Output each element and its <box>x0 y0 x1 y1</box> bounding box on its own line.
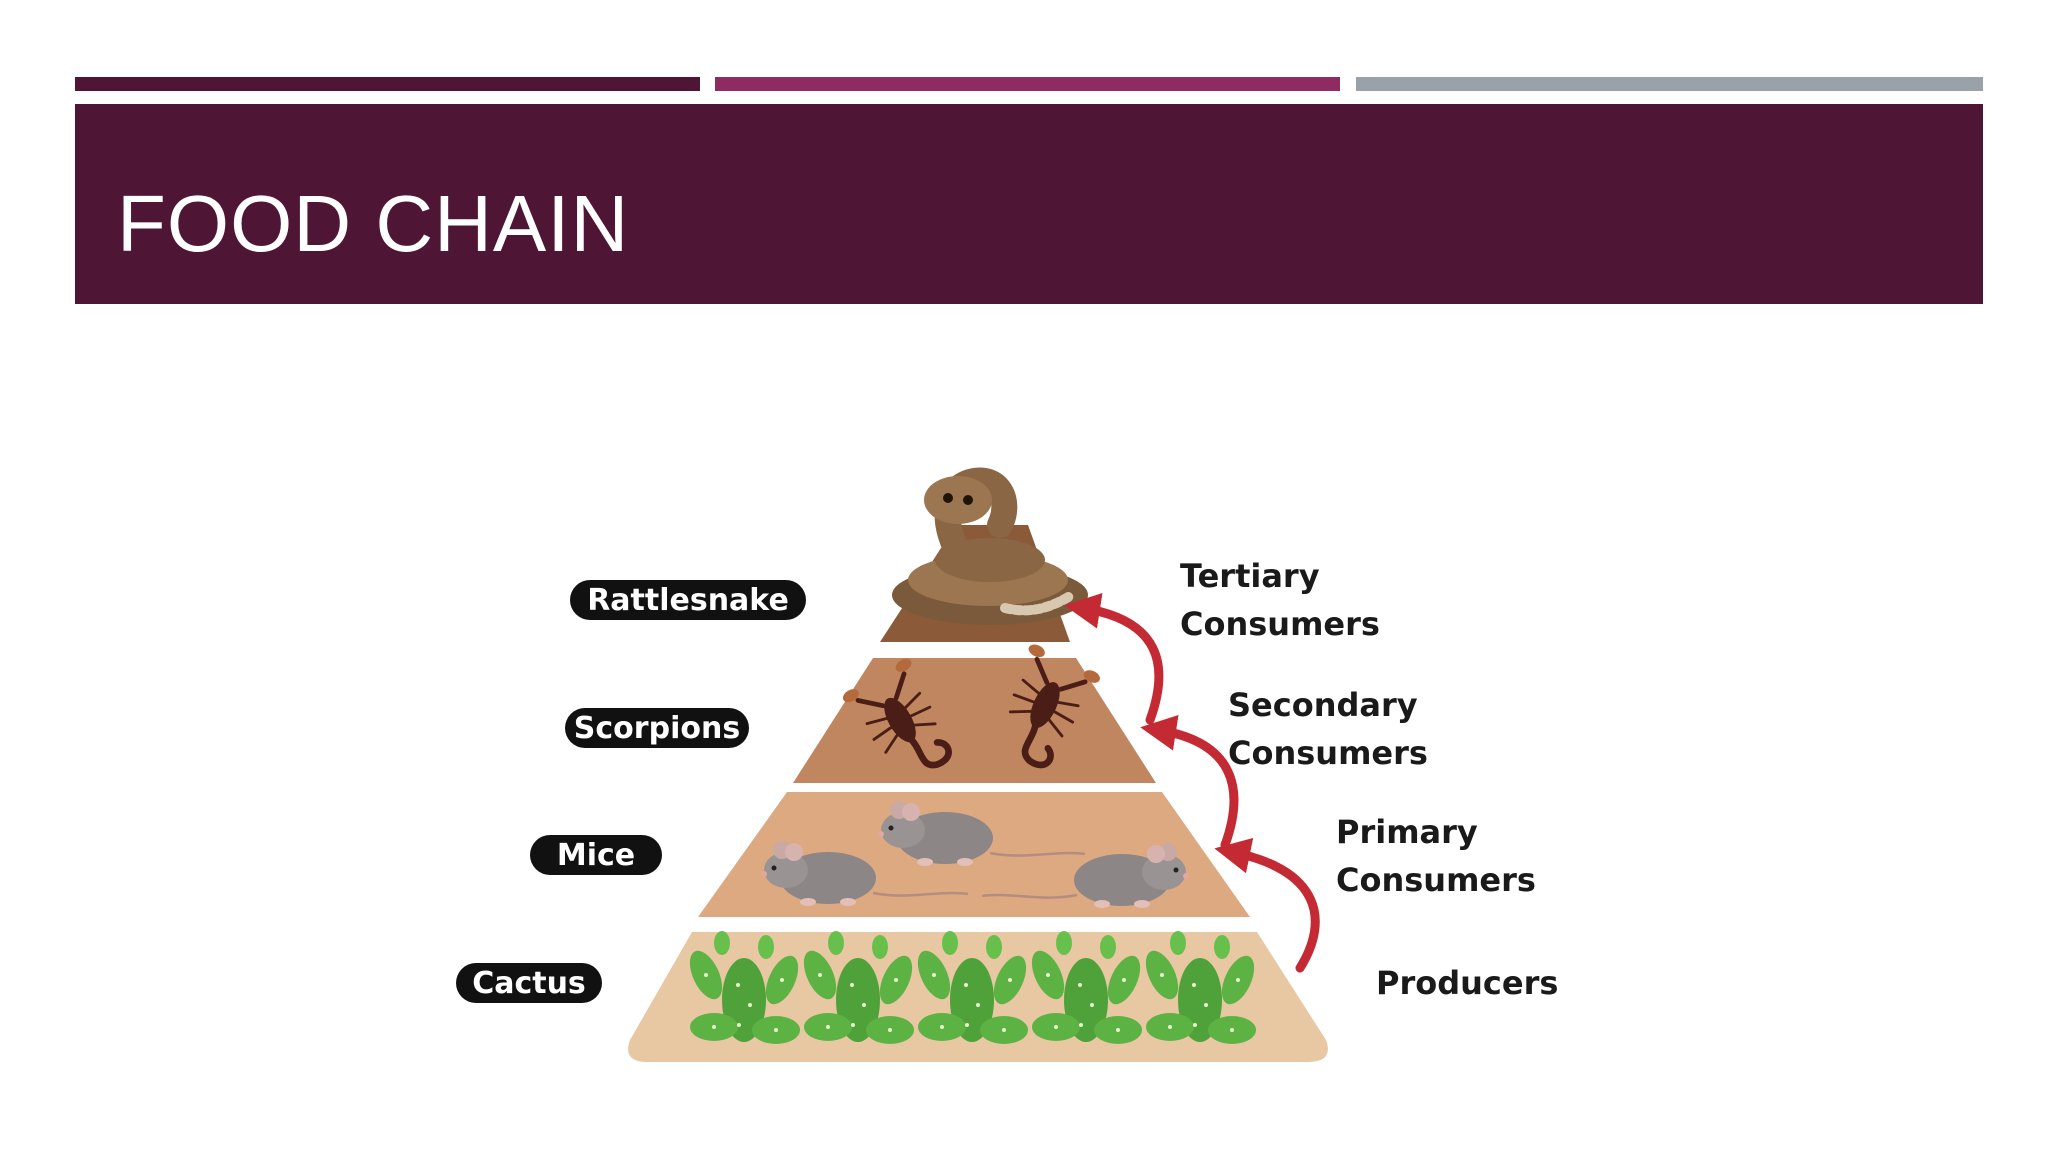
trophic-level-label: Consumers <box>1336 861 1536 899</box>
trophic-level-label: Producers <box>1376 964 1558 1002</box>
trophic-level-labels: Tertiary Consumers Secondary Consumers P… <box>1180 557 1558 1002</box>
accent-bar-dark <box>75 77 700 91</box>
accent-bar-magenta <box>715 77 1340 91</box>
accent-bar-gray <box>1356 77 1983 91</box>
organism-label-rattlesnake: Rattlesnake <box>570 580 806 620</box>
organism-label-text: Mice <box>557 838 635 873</box>
tier-secondary <box>793 658 1156 783</box>
organism-label-scorpions: Scorpions <box>565 708 749 748</box>
rattlesnake-icon <box>892 467 1088 625</box>
title-band: FOOD CHAIN <box>75 104 1983 304</box>
organism-label-text: Rattlesnake <box>587 583 789 618</box>
organism-labels: Rattlesnake Scorpions Mice Cactus <box>456 580 806 1003</box>
energy-flow-arrows <box>1064 592 1320 973</box>
trophic-level-label: Secondary <box>1228 686 1418 724</box>
arrow-up-icon <box>1214 837 1320 973</box>
arrow-up-icon <box>1140 714 1239 850</box>
organism-label-text: Cactus <box>472 966 586 1001</box>
arrow-up-icon <box>1064 592 1164 725</box>
slide-title: FOOD CHAIN <box>117 179 630 268</box>
trophic-level-label: Primary <box>1336 813 1478 851</box>
trophic-level-label: Tertiary <box>1180 557 1320 595</box>
trophic-level-label: Consumers <box>1180 605 1380 643</box>
organism-label-cactus: Cactus <box>456 963 602 1003</box>
trophic-level-label: Consumers <box>1228 734 1428 772</box>
organism-label-mice: Mice <box>530 835 662 875</box>
organism-label-text: Scorpions <box>574 711 740 746</box>
